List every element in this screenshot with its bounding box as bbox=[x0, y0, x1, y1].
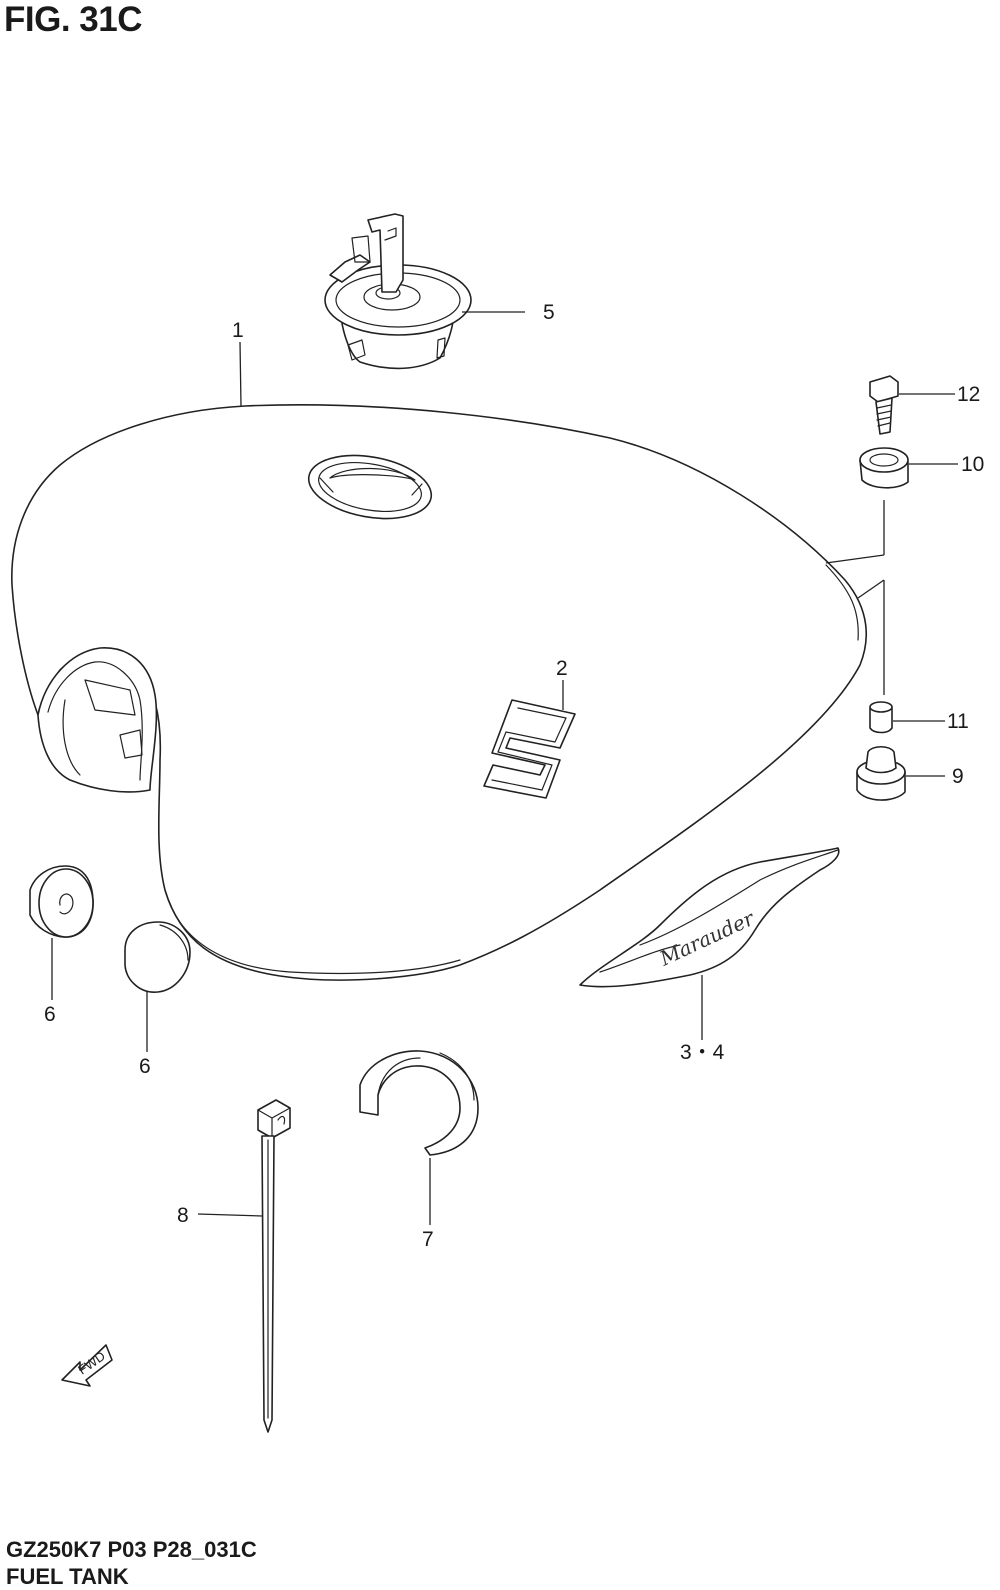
callout-6-upper: 6 bbox=[44, 1003, 56, 1026]
tank-filler-opening bbox=[307, 454, 433, 520]
callout-1: 1 bbox=[232, 319, 244, 342]
figure-title: FIG. 31C bbox=[4, 0, 142, 39]
bolt[interactable] bbox=[869, 375, 899, 435]
callout-10: 10 bbox=[961, 453, 984, 476]
suzuki-s-logo[interactable] bbox=[483, 699, 576, 799]
fuel-cap[interactable] bbox=[324, 213, 472, 370]
figure-name: FUEL TANK bbox=[6, 1564, 129, 1589]
figure-code: GZ250K7 P03 P28_031C bbox=[6, 1537, 257, 1562]
damper-upper[interactable] bbox=[29, 865, 94, 938]
callout-6-lower: 6 bbox=[139, 1055, 151, 1078]
grommet[interactable] bbox=[859, 447, 909, 489]
callout-9: 9 bbox=[952, 765, 964, 788]
callout-12: 12 bbox=[957, 383, 980, 406]
tank-rear-cutout bbox=[37, 647, 158, 793]
cable-tie[interactable] bbox=[257, 1099, 291, 1433]
cushion[interactable] bbox=[856, 745, 906, 801]
fuel-tank[interactable] bbox=[11, 404, 868, 981]
leader-lines bbox=[51, 311, 958, 1225]
callouts: 1 2 3・4 5 6 6 7 8 9 10 11 12 bbox=[44, 301, 984, 1251]
damper-lower[interactable] bbox=[124, 921, 191, 993]
fwd-arrow: FWD bbox=[61, 1344, 113, 1387]
callout-7: 7 bbox=[422, 1228, 434, 1251]
clamp[interactable] bbox=[359, 1050, 479, 1156]
callout-2: 2 bbox=[556, 657, 568, 680]
callout-5: 5 bbox=[543, 301, 555, 324]
callout-3-4: 3・4 bbox=[680, 1041, 725, 1064]
callout-11: 11 bbox=[947, 710, 969, 733]
callout-8: 8 bbox=[177, 1204, 189, 1227]
spacer[interactable] bbox=[869, 701, 893, 734]
